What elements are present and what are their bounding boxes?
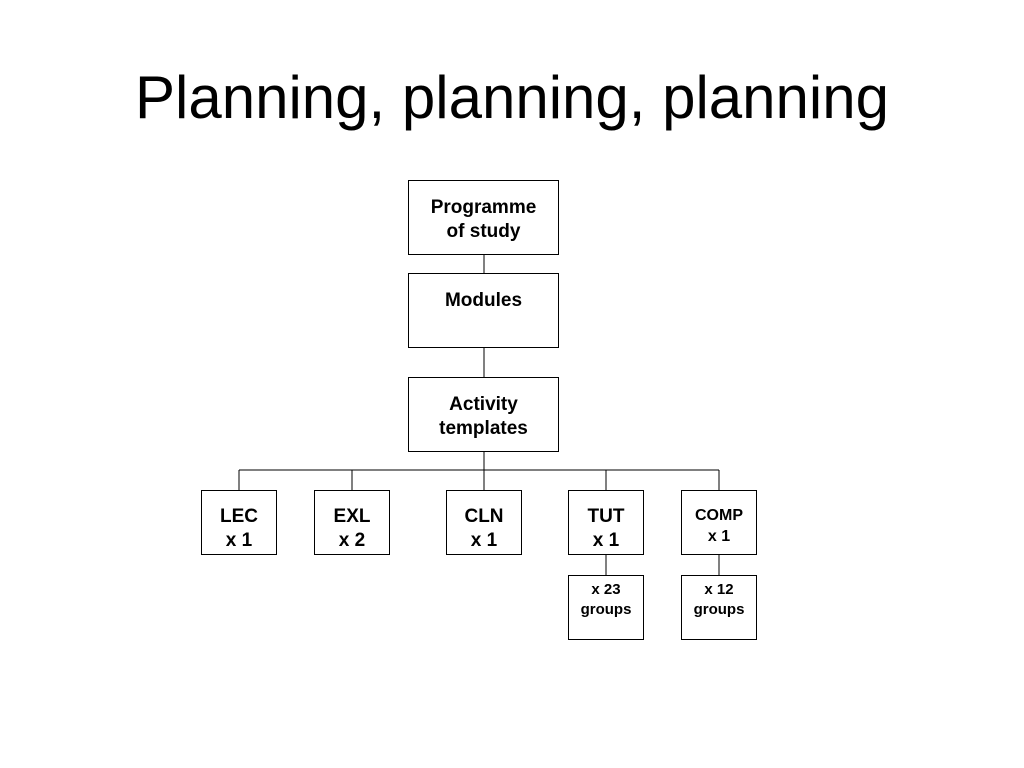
exl-label: EXL x 2: [333, 506, 371, 551]
activity-templates-label: Activity templates: [439, 394, 528, 439]
cln-box: CLN x 1: [446, 490, 522, 555]
activity-templates-box: Activity templates: [408, 377, 559, 452]
lec-box: LEC x 1: [201, 490, 277, 555]
comp-groups-box: x 12 groups: [681, 575, 757, 640]
comp-label: COMP x 1: [695, 507, 743, 545]
modules-label: Modules: [444, 290, 523, 311]
slide-title: Planning, planning, planning: [135, 64, 889, 131]
tut-groups-box: x 23 groups: [568, 575, 644, 640]
programme-of-study-box: Programme of study: [408, 180, 559, 255]
tut-groups-label: x 23 groups: [580, 581, 632, 618]
exl-box: EXL x 2: [314, 490, 390, 555]
tut-box: TUT x 1: [568, 490, 644, 555]
cln-label: CLN x 1: [464, 506, 504, 551]
lec-label: LEC x 1: [220, 506, 258, 551]
comp-groups-label: x 12 groups: [693, 581, 745, 618]
comp-box: COMP x 1: [681, 490, 757, 555]
tut-label: TUT x 1: [587, 506, 625, 551]
modules-box: Modules: [408, 273, 559, 348]
programme-of-study-label: Programme of study: [430, 197, 537, 242]
